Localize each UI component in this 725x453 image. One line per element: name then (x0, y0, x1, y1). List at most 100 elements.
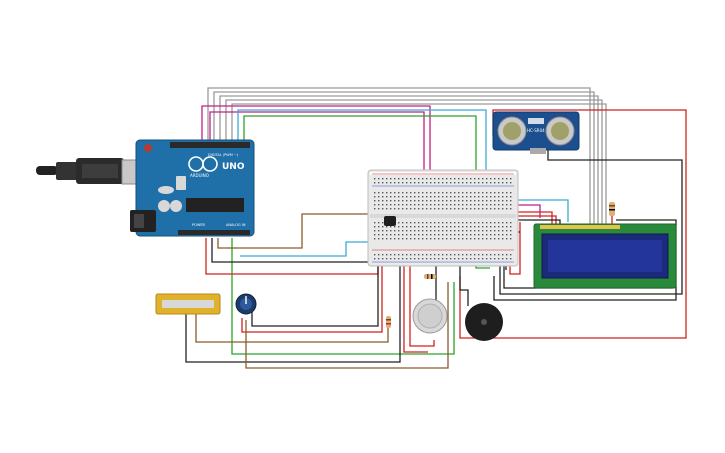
wire-brown-2[interactable] (195, 314, 389, 343)
breadboard-hole (442, 192, 444, 194)
lcd-display[interactable] (533, 223, 677, 289)
breadboard-hole (402, 196, 404, 198)
breadboard-hole (442, 234, 444, 236)
breadboard-hole (498, 196, 500, 198)
piezo-buzzer[interactable] (465, 303, 503, 341)
wire-gray-2[interactable] (213, 91, 595, 240)
breadboard-hole (406, 200, 408, 202)
breadboard-hole (378, 226, 380, 228)
breadboard-hole (390, 200, 392, 202)
breadboard-hole (474, 226, 476, 228)
wire-black-6[interactable] (493, 219, 677, 301)
breadboard-hole (466, 226, 468, 228)
breadboard-hole (394, 200, 396, 202)
breadboard-hole (462, 230, 464, 232)
breadboard-hole (486, 222, 488, 224)
arduino-uno[interactable]: UNO ARDUINO DIGITAL (PWM ~) POWER ANALOG… (36, 139, 255, 237)
breadboard-hole (486, 258, 488, 260)
sensor-module[interactable] (155, 293, 221, 315)
wire-brown-3[interactable] (245, 282, 449, 369)
breadboard-hole (434, 254, 436, 256)
breadboard-hole (398, 234, 400, 236)
breadboard-hole (442, 238, 444, 240)
breadboard-hole (490, 200, 492, 202)
power-analog-header (178, 230, 250, 235)
breadboard-hole (386, 196, 388, 198)
breadboard-hole (378, 178, 380, 180)
wire-gray-1[interactable] (207, 87, 591, 240)
breadboard-hole (434, 222, 436, 224)
breadboard-hole (442, 204, 444, 206)
wire-magenta-1[interactable] (201, 105, 431, 194)
breadboard-hole (454, 208, 456, 210)
breadboard-hole (466, 222, 468, 224)
breadboard-hole (506, 238, 508, 240)
breadboard-hole (450, 178, 452, 180)
resistor-3[interactable] (609, 202, 615, 216)
breadboard-hole (498, 258, 500, 260)
breadboard-hole (506, 192, 508, 194)
breadboard-hole (446, 234, 448, 236)
breadboard-hole (470, 192, 472, 194)
wire-black-3[interactable] (251, 256, 379, 327)
breadboard-hole (442, 258, 444, 260)
breadboard-hole (382, 238, 384, 240)
resistor-2[interactable] (386, 316, 391, 328)
breadboard-hole (394, 208, 396, 210)
breadboard-hole (374, 208, 376, 210)
wire-red-6[interactable] (409, 264, 435, 347)
breadboard-hole (458, 234, 460, 236)
breadboard-hole (502, 258, 504, 260)
breadboard-hole (482, 200, 484, 202)
breadboard-hole (442, 196, 444, 198)
wire-black-7[interactable] (459, 264, 469, 306)
breadboard-hole (490, 226, 492, 228)
wire-gray-3[interactable] (219, 95, 599, 240)
gas-sensor[interactable] (412, 298, 448, 334)
breadboard-hole (490, 178, 492, 180)
wire-gray-5[interactable] (231, 103, 607, 240)
breadboard-hole (474, 196, 476, 198)
wire-cyan-1[interactable] (237, 109, 569, 222)
wire-black-4[interactable] (185, 264, 401, 363)
breadboard-hole (378, 208, 380, 210)
temperature-sensor[interactable] (384, 216, 396, 226)
breadboard-hole (422, 238, 424, 240)
breadboard-hole (434, 178, 436, 180)
breadboard-hole (410, 208, 412, 210)
breadboard-holes (374, 178, 512, 260)
breadboard-hole (418, 196, 420, 198)
breadboard-hole (462, 222, 464, 224)
breadboard-hole (398, 182, 400, 184)
wire-magenta-2[interactable] (209, 111, 425, 194)
breadboard-hole (406, 238, 408, 240)
breadboard-hole (394, 204, 396, 206)
breadboard-hole (458, 238, 460, 240)
breadboard-hole (510, 182, 512, 184)
breadboard-hole (498, 178, 500, 180)
breadboard-hole (426, 254, 428, 256)
breadboard[interactable] (367, 169, 519, 267)
breadboard-hole (486, 182, 488, 184)
ultrasonic-sensor[interactable]: HC-SR04 (492, 111, 580, 154)
breadboard-hole (410, 182, 412, 184)
arduino-power-label: POWER (192, 223, 206, 227)
breadboard-hole (418, 182, 420, 184)
breadboard-hole (466, 208, 468, 210)
resistor-1[interactable] (424, 274, 436, 279)
wire-green-1[interactable] (243, 115, 490, 269)
breadboard-hole (374, 204, 376, 206)
wire-red-4[interactable] (241, 256, 383, 333)
breadboard-hole (474, 204, 476, 206)
wire-cyan-2[interactable] (240, 234, 389, 257)
reset-button[interactable] (144, 144, 152, 152)
wire-green-2[interactable] (231, 238, 455, 355)
breadboard-hole (502, 234, 504, 236)
wire-gray-4[interactable] (225, 99, 603, 240)
breadboard-hole (482, 204, 484, 206)
breadboard-hole (394, 258, 396, 260)
wire-red-5[interactable] (403, 264, 428, 353)
breadboard-hole (378, 254, 380, 256)
potentiometer[interactable] (235, 293, 257, 315)
breadboard-hole (378, 222, 380, 224)
